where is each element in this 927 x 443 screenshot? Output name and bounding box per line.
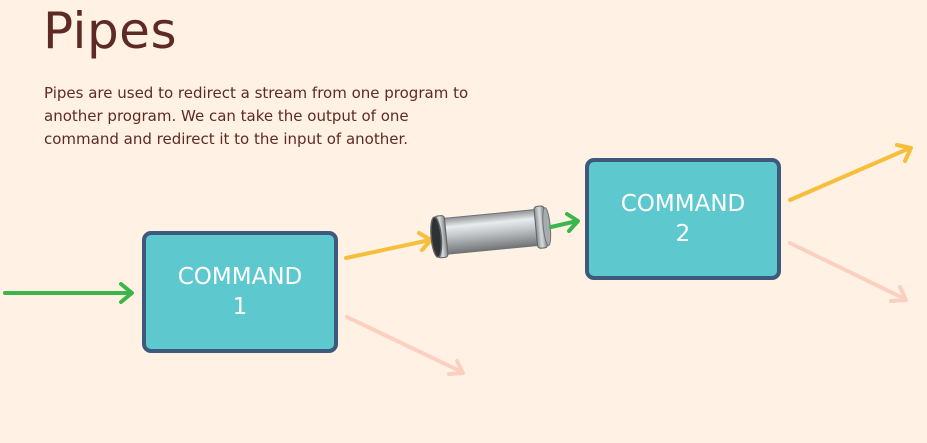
- command-1-number: 1: [232, 294, 248, 320]
- command-2-box: COMMAND 2: [585, 158, 781, 280]
- stdout-arrow-cmd1: [344, 231, 433, 260]
- metal-pipe-icon: [430, 205, 552, 259]
- pipe-to-cmd2-arrow: [549, 212, 580, 233]
- command-1-box: COMMAND 1: [142, 231, 338, 353]
- stderr-arrow-cmd2: [788, 241, 908, 303]
- stdin-arrow-cmd1: [3, 282, 134, 304]
- command-1-label: COMMAND: [177, 264, 303, 290]
- command-2-number: 2: [675, 221, 691, 247]
- stderr-arrow-cmd1: [345, 315, 465, 376]
- description-text: Pipes are used to redirect a stream from…: [44, 84, 469, 148]
- command-2-label: COMMAND: [620, 191, 746, 217]
- page-title: Pipes: [43, 2, 177, 60]
- stdout-arrow-cmd2: [788, 143, 913, 202]
